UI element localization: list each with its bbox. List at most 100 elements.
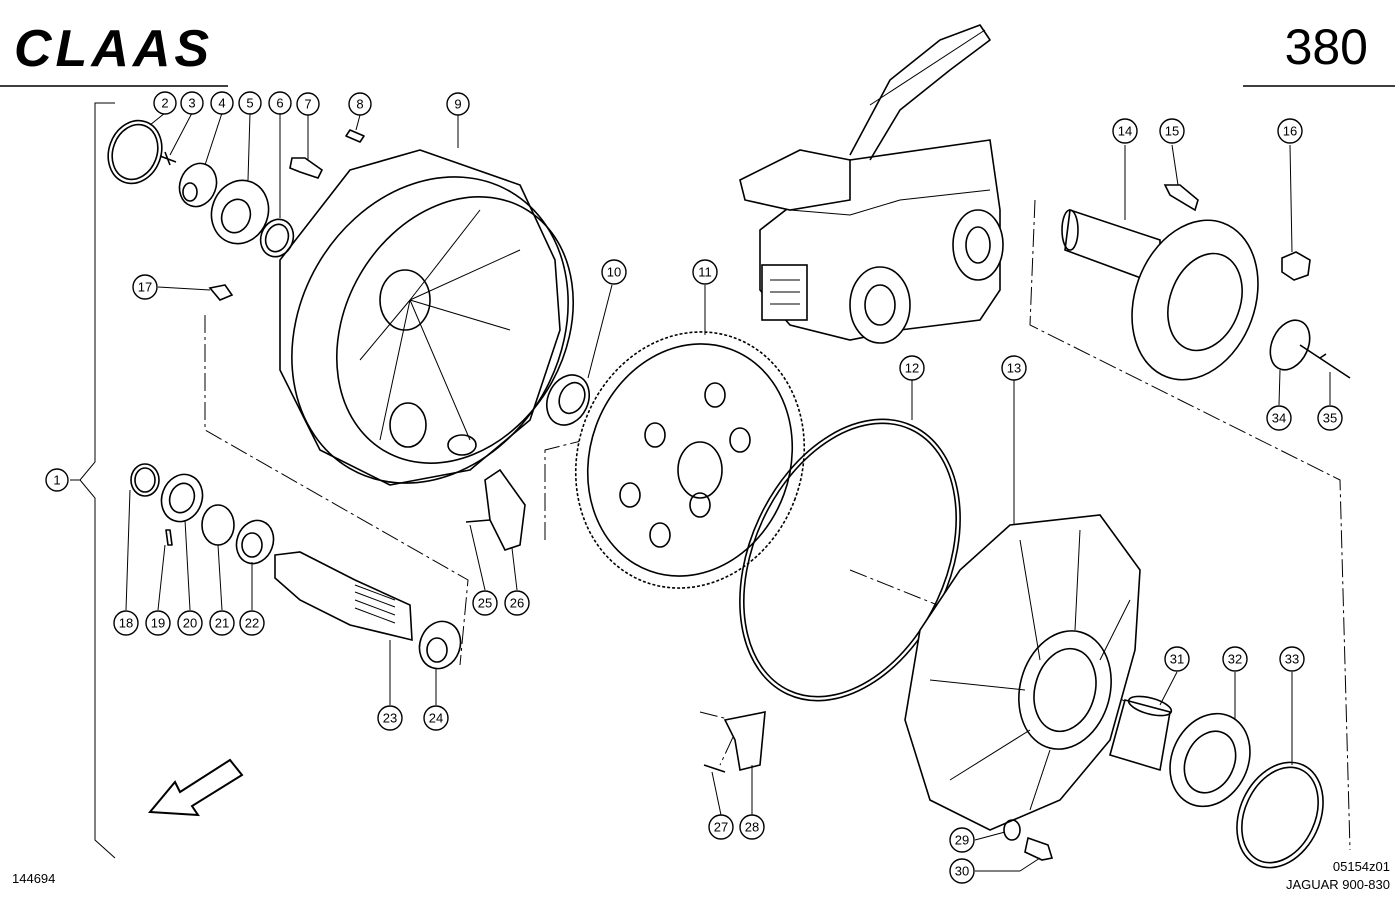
callout-6: 6 <box>268 91 292 115</box>
svg-text:28: 28 <box>745 820 759 835</box>
svg-text:15: 15 <box>1165 124 1179 139</box>
axis-left <box>204 315 469 666</box>
part-35-pin <box>1299 344 1351 379</box>
callout-22: 22 <box>239 610 265 636</box>
svg-text:8: 8 <box>356 97 363 112</box>
callout-11: 11 <box>692 259 718 285</box>
callout-23: 23 <box>377 705 403 731</box>
svg-text:9: 9 <box>454 97 461 112</box>
callout-2: 2 <box>153 91 177 115</box>
part-16-nut <box>1281 251 1311 281</box>
part-27-screw <box>703 764 726 773</box>
part-15-bolt <box>1163 184 1199 212</box>
claas-logo: CLAAS <box>14 20 213 78</box>
callout-12: 12 <box>899 355 925 381</box>
part-24-bearing <box>418 620 462 670</box>
part-29-washer <box>1003 819 1021 841</box>
svg-text:16: 16 <box>1283 124 1297 139</box>
callout-9: 9 <box>446 92 470 116</box>
callout-7: 7 <box>296 92 320 116</box>
callout-18: 18 <box>113 610 139 636</box>
part-25-screw <box>465 519 491 523</box>
callout-33: 33 <box>1279 646 1305 672</box>
part-7-breather <box>289 157 324 179</box>
callout-25: 25 <box>472 590 498 616</box>
svg-text:34: 34 <box>1272 411 1286 426</box>
callout-35: 35 <box>1317 405 1343 431</box>
part-5-bearing <box>210 179 270 245</box>
svg-text:11: 11 <box>698 265 712 280</box>
part-28-guard <box>723 711 766 771</box>
callout-34: 34 <box>1266 405 1292 431</box>
part-34-disc <box>1269 319 1311 371</box>
part-17-plug <box>208 284 234 301</box>
svg-text:35: 35 <box>1323 411 1337 426</box>
svg-text:5: 5 <box>246 96 253 111</box>
svg-text:20: 20 <box>183 616 197 631</box>
svg-text:19: 19 <box>151 616 165 631</box>
svg-text:23: 23 <box>383 711 397 726</box>
svg-text:10: 10 <box>607 265 621 280</box>
callout-4: 4 <box>210 91 234 115</box>
callout-16: 16 <box>1277 118 1303 144</box>
callout-24: 24 <box>423 705 449 731</box>
svg-text:33: 33 <box>1285 652 1299 667</box>
svg-text:4: 4 <box>218 96 225 111</box>
callout-1: 1 <box>45 468 69 492</box>
callout-3: 3 <box>180 91 204 115</box>
callout-27: 27 <box>708 814 734 840</box>
svg-text:17: 17 <box>138 280 152 295</box>
svg-text:22: 22 <box>245 616 259 631</box>
svg-text:24: 24 <box>429 711 443 726</box>
part-22-bearing <box>235 519 275 565</box>
svg-text:31: 31 <box>1170 652 1184 667</box>
svg-text:32: 32 <box>1228 652 1242 667</box>
part-21-o-ring <box>201 504 235 546</box>
callout-5: 5 <box>238 91 262 115</box>
svg-text:29: 29 <box>955 833 969 848</box>
direction-arrow <box>147 758 244 817</box>
callout-19: 19 <box>145 610 171 636</box>
part-20-nut <box>160 473 204 523</box>
page-number: 380 <box>1285 19 1368 75</box>
drawing-number: 144694 <box>12 871 55 886</box>
callout-15: 15 <box>1159 118 1185 144</box>
svg-text:3: 3 <box>188 96 195 111</box>
part-18-ring <box>130 463 160 497</box>
callout-28: 28 <box>739 814 765 840</box>
svg-text:14: 14 <box>1118 124 1132 139</box>
callout-31: 31 <box>1164 646 1190 672</box>
callout-32: 32 <box>1222 646 1248 672</box>
part-14-flange-shaft <box>1061 208 1259 381</box>
svg-text:7: 7 <box>304 97 311 112</box>
part-13-cover <box>904 514 1141 831</box>
part-31-sleeve <box>1109 699 1171 772</box>
callout-8: 8 <box>348 92 372 116</box>
callout-10: 10 <box>601 259 627 285</box>
svg-text:25: 25 <box>478 596 492 611</box>
svg-text:18: 18 <box>119 616 133 631</box>
part-26-guard <box>484 468 526 551</box>
callout-26: 26 <box>504 590 530 616</box>
callout-13: 13 <box>1001 355 1027 381</box>
figure-code: 05154z01 <box>1333 859 1390 874</box>
part-2-ring <box>107 119 163 185</box>
svg-text:6: 6 <box>276 96 283 111</box>
part-19-key <box>165 529 173 546</box>
callout-20: 20 <box>177 610 203 636</box>
svg-text:1: 1 <box>53 473 60 488</box>
svg-text:21: 21 <box>215 616 229 631</box>
part-11-gear <box>574 331 806 589</box>
svg-text:26: 26 <box>510 596 524 611</box>
part-23-shaft <box>274 551 413 642</box>
forage-harvester-illustration <box>739 24 1004 344</box>
svg-text:2: 2 <box>161 96 168 111</box>
leader-lines <box>125 112 1331 872</box>
svg-text:13: 13 <box>1007 361 1021 376</box>
axis-right <box>1029 199 1351 851</box>
callout-30: 30 <box>949 858 975 884</box>
svg-text:12: 12 <box>905 361 919 376</box>
part-33-seal-ring <box>1236 761 1324 869</box>
part-3-screw <box>159 151 177 166</box>
